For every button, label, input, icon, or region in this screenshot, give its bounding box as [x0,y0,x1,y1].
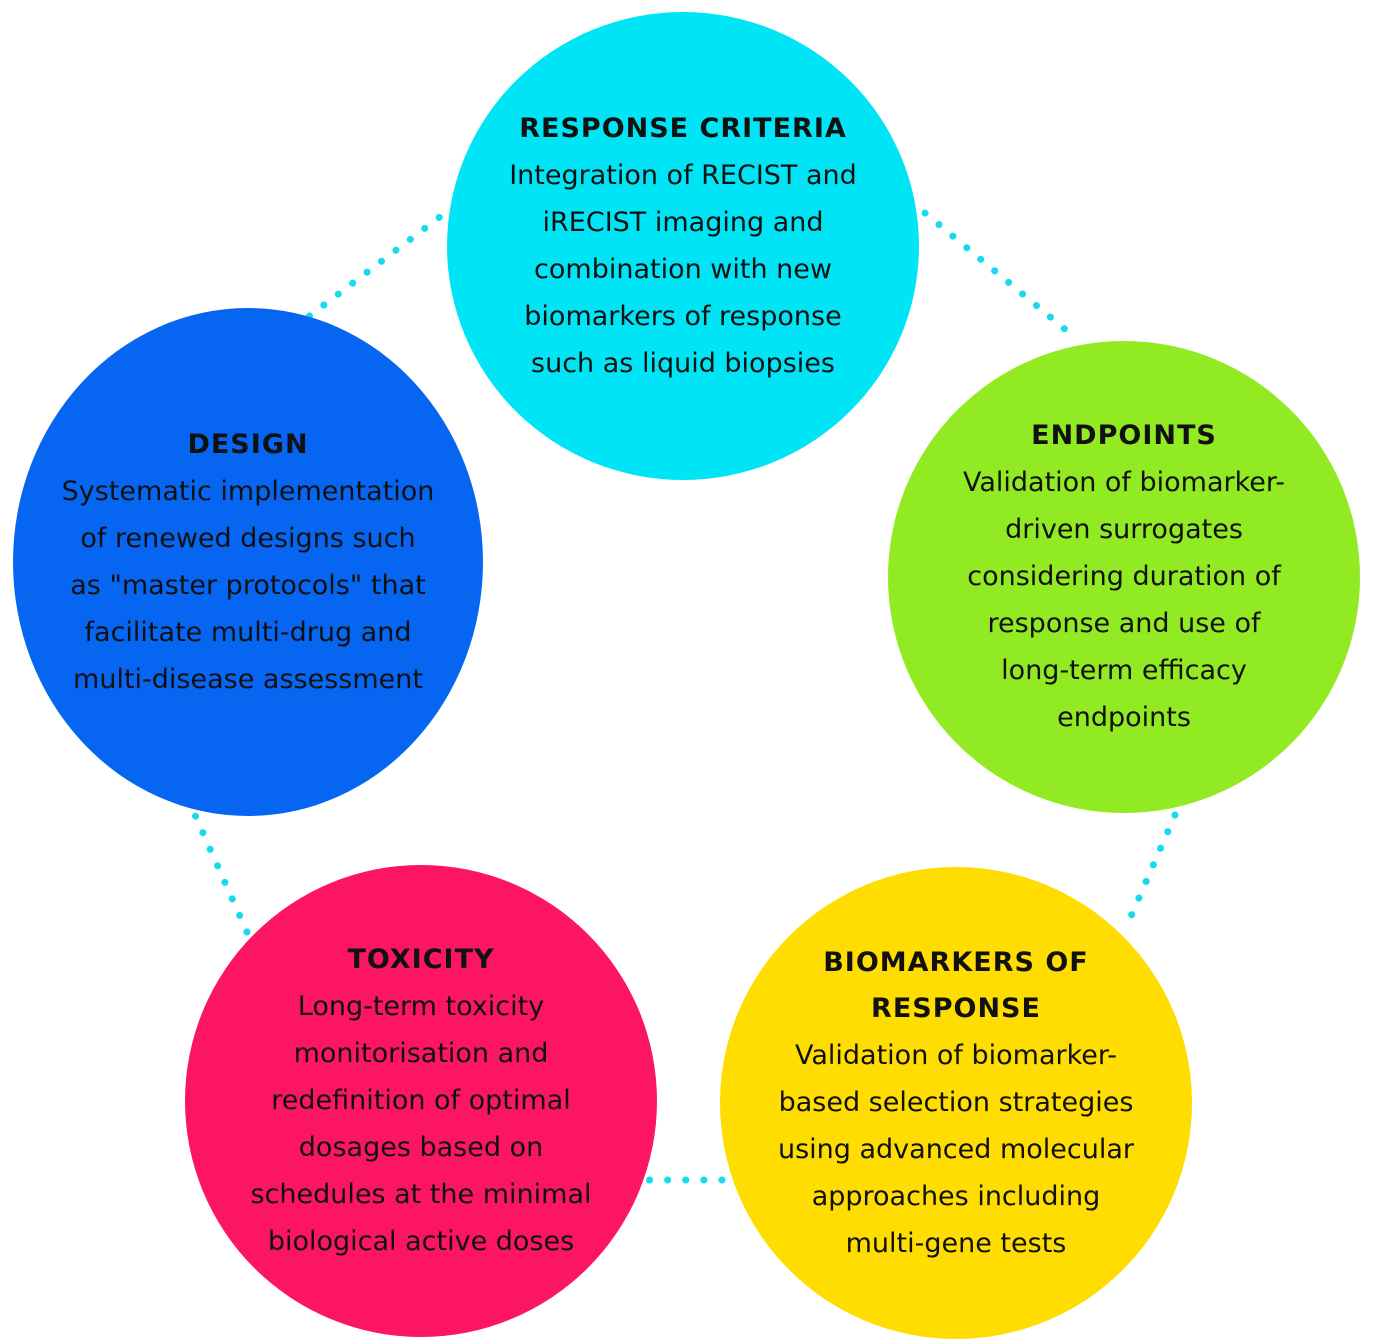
design-text: Systematic implementation of renewed des… [62,468,435,703]
text-line: such as liquid biopsies [531,347,835,379]
design-circle: DESIGN Systematic implementation of rene… [13,308,483,816]
text-line: as "master protocols" that [70,569,426,601]
text-line: iRECIST imaging and [542,206,824,238]
title-line: RESPONSE [871,992,1041,1024]
text-line: multi-disease assessment [73,663,423,695]
text-line: redefinition of optimal [271,1085,571,1116]
text-line: response and use of [987,608,1261,639]
text-line: biomarkers of response [524,300,842,332]
text-line: dosages based on [298,1132,544,1163]
response-criteria-circle: RESPONSE CRITERIA Integration of RECIST … [447,12,919,480]
toxicity-text: Long-term toxicity monitorisation and re… [250,983,591,1265]
biomarkers-circle: BIOMARKERS OF RESPONSE Validation of bio… [720,867,1192,1339]
text-line: of renewed designs such [80,522,416,554]
response-criteria-title: RESPONSE CRITERIA [519,112,847,144]
connector-response-endpoints [921,209,1082,344]
response-criteria-text: Integration of RECIST and iRECIST imagin… [509,152,857,387]
connector-endpoints-biomarkers [1121,811,1179,934]
text-line: combination with new [534,253,832,285]
text-line: multi-gene tests [845,1227,1067,1259]
text-line: endpoints [1057,702,1191,733]
connector-design-response [291,209,449,331]
biomarkers-title: BIOMARKERS OF RESPONSE [823,940,1089,1032]
endpoints-title: ENDPOINTS [1031,420,1217,451]
text-line: Validation of biomarker- [962,467,1286,498]
title-line: BIOMARKERS OF [823,946,1089,978]
biomarkers-text: Validation of biomarker- based selection… [778,1032,1134,1267]
text-line: monitorisation and [293,1038,549,1069]
toxicity-circle: TOXICITY Long-term toxicity monitorisati… [185,865,657,1337]
text-line: Validation of biomarker- [794,1039,1118,1071]
design-title: DESIGN [187,428,309,460]
connector-toxicity-design [191,811,251,936]
toxicity-title: TOXICITY [347,944,495,975]
text-line: long-term efficacy [1001,655,1247,686]
text-line: Long-term toxicity [297,991,545,1022]
text-line: based selection strategies [778,1086,1134,1118]
text-line: approaches including [811,1180,1101,1212]
text-line: Systematic implementation [61,475,435,507]
text-line: using advanced molecular [777,1133,1135,1165]
text-line: considering duration of [967,561,1281,592]
text-line: schedules at the minimal [250,1179,592,1210]
text-line: facilitate multi-drug and [84,616,412,648]
text-line: biological active doses [267,1226,575,1257]
text-line: Integration of RECIST and [509,159,857,191]
endpoints-text: Validation of biomarker- driven surrogat… [963,459,1285,741]
text-line: driven surrogates [1005,514,1243,545]
endpoints-circle: ENDPOINTS Validation of biomarker- drive… [888,341,1360,813]
